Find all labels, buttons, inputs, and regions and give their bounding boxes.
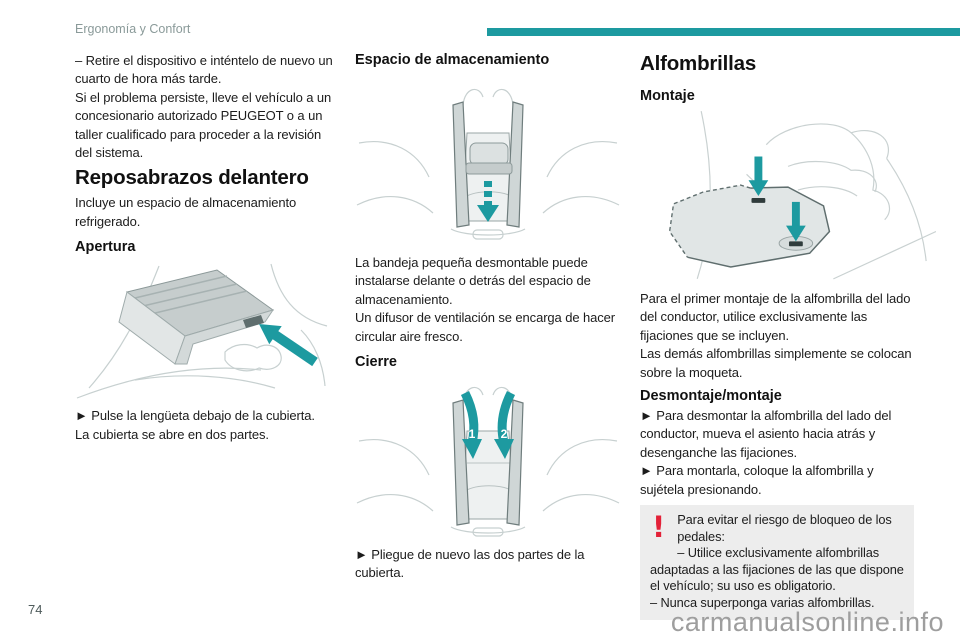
accent-bar	[487, 28, 960, 36]
close-arrow-2-icon: 2	[494, 391, 516, 460]
armrest-open-illustration	[75, 260, 333, 405]
storage-open-drawing	[356, 88, 620, 240]
close-arrow-1-icon: 1	[460, 391, 482, 460]
floormat-illustration	[640, 109, 937, 286]
montaje-text1: Para el primer montaje de la alfombrilla…	[640, 291, 911, 343]
desmontaje-step2: ► Para montarla, coloque la alfombrilla …	[640, 463, 874, 497]
latch-tab	[243, 315, 264, 329]
warning-line1: Para evitar el riesgo de bloqueo de los …	[677, 512, 892, 544]
warning-exclamation-icon: !	[652, 510, 666, 545]
warning-line3: – Nunca superponga varias alfombrillas.	[650, 595, 875, 611]
storage-open-illustration	[355, 79, 623, 246]
section-title-armrest: Reposabrazos delantero	[75, 166, 309, 190]
removable-tray	[469, 142, 509, 166]
cierre-step: ► Pliegue de nuevo las dos partes de la …	[355, 547, 585, 581]
desmontaje-step1: ► Para desmontar la alfombrilla del lado…	[640, 408, 892, 460]
insert-down-arrow-icon	[477, 181, 499, 222]
subheading-montaje: Montaje	[640, 88, 695, 104]
column-left: – Retire el dispositivo e inténtelo de n…	[75, 52, 333, 444]
subheading-espacio: Espacio de almacenamiento	[355, 52, 550, 68]
troubleshoot-note: Si el problema persiste, lleve el vehícu…	[75, 89, 332, 161]
storage-close-drawing: 1 2	[356, 386, 620, 537]
page-number: 74	[28, 602, 43, 617]
column-center: Espacio de almacenamiento	[355, 52, 623, 583]
apertura-result: La cubierta se abre en dos partes.	[75, 426, 269, 442]
montaje-text2: Las demás alfombrillas simplemente se co…	[640, 346, 912, 380]
troubleshoot-step: – Retire el dispositivo e inténtelo de n…	[75, 53, 333, 87]
armrest-open-drawing	[76, 264, 328, 399]
arrow-label-2: 2	[501, 427, 508, 441]
running-header: Ergonomía y Confort	[75, 22, 191, 36]
fixing-arrow-rear-icon	[786, 201, 806, 247]
subheading-cierre: Cierre	[355, 354, 397, 371]
arrow-label-1: 1	[469, 427, 476, 441]
armrest-intro: Incluye un espacio de almacenamiento ref…	[75, 195, 297, 229]
fixing-arrow-front-icon	[748, 156, 769, 203]
warning-line2: – Utilice exclusivamente alfombrillas ad…	[650, 545, 904, 594]
diffuser-text: Un difusor de ventilación se encarga de …	[355, 310, 615, 344]
floormat-drawing	[668, 111, 937, 280]
subheading-apertura: Apertura	[75, 239, 136, 256]
push-arrow-icon	[259, 324, 318, 367]
tray-text: La bandeja pequeña desmontable puede ins…	[355, 255, 591, 307]
warning-box: ! Para evitar el riesgo de bloqueo de lo…	[640, 505, 914, 620]
watermark: carmanualsonline.info	[670, 607, 944, 637]
apertura-step: ► Pulse la lengüeta debajo de la cubiert…	[75, 408, 315, 424]
section-title-alfombrillas: Alfombrillas	[640, 52, 757, 75]
column-right: Alfombrillas Montaje	[640, 52, 937, 620]
storage-close-illustration: 1 2	[355, 379, 623, 542]
subheading-desmontaje: Desmontaje/montaje	[640, 388, 782, 405]
